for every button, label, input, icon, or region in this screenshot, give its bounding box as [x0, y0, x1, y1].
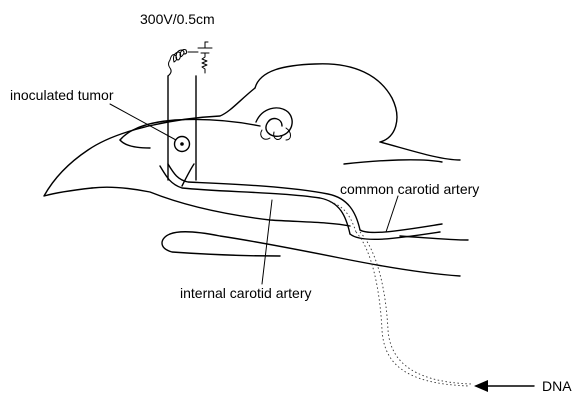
carotid-vessel: [160, 164, 442, 239]
tumor-icon: [175, 137, 190, 152]
common-artery-pointer: [386, 196, 398, 232]
catheter-line: [356, 232, 470, 386]
dna-label: DNA: [542, 378, 572, 394]
dna-arrow-icon: [474, 380, 534, 392]
voltage-label: 300V/0.5cm: [140, 11, 215, 27]
power-source-icon: [168, 42, 212, 76]
internal-artery-pointer: [262, 200, 272, 284]
tumor-label: inoculated tumor: [10, 87, 114, 103]
catheter-line-2: [360, 232, 472, 384]
internal-artery-label: internal carotid artery: [180, 285, 312, 301]
ear-icon: [256, 108, 292, 140]
common-artery-label: common carotid artery: [340, 181, 479, 197]
